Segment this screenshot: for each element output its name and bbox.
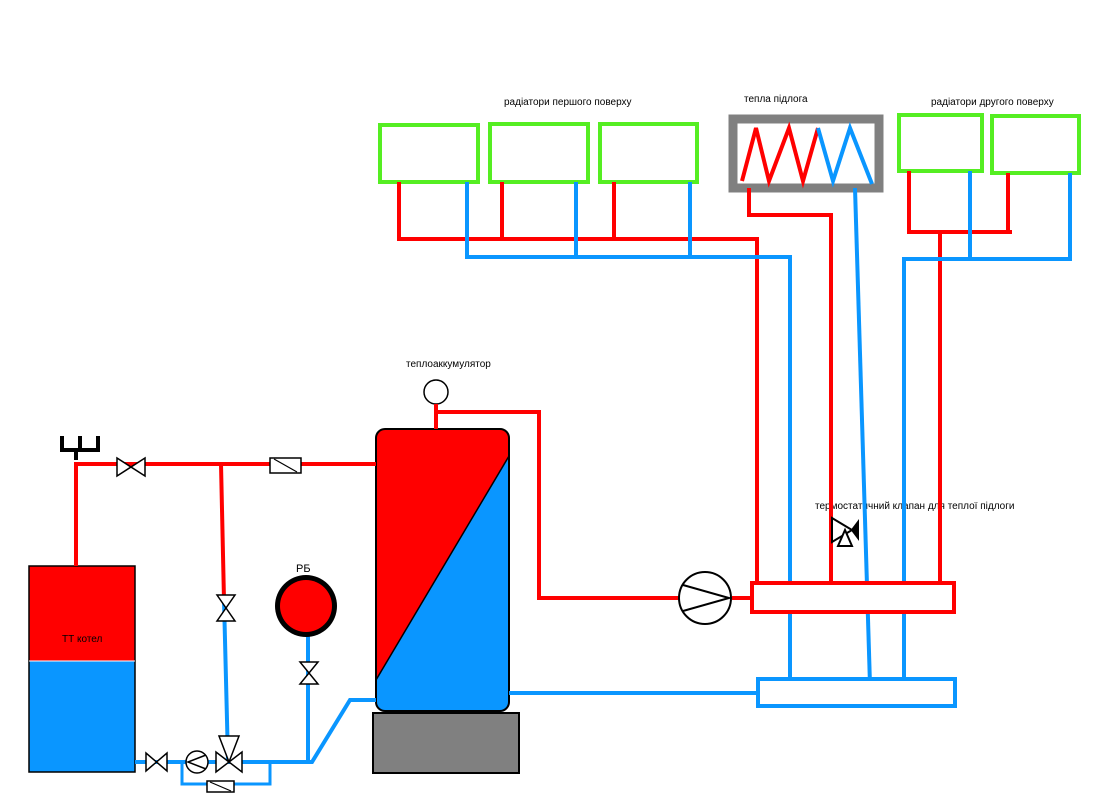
expansion-tank: [275, 575, 337, 637]
boiler-circulation-pump: [185, 750, 209, 774]
floor1-return-pipes: [465, 182, 792, 680]
boiler-supply-pipe: [74, 462, 376, 566]
solid-fuel-boiler: ТТ котел: [28, 565, 136, 773]
valve-supply: [116, 456, 146, 478]
floor2-radiators: [897, 113, 1081, 175]
warm-floor: [728, 114, 884, 193]
accumulator-air-vent: [423, 379, 449, 405]
three-way-mixing-valve: [215, 735, 243, 774]
boiler-return-pipe: [135, 698, 376, 764]
main-circulation-pump: [678, 571, 733, 625]
check-valve-supply: [269, 457, 302, 474]
bypass-cold-pipe: [222, 599, 230, 761]
floor2-supply-pipes: [907, 171, 1012, 585]
floor2-return-pipes: [902, 171, 1072, 680]
warm-floor-hot-loop: [740, 121, 820, 189]
accumulator-hot-zone: [376, 429, 509, 680]
floor1-radiators: [378, 122, 699, 184]
label-boiler: ТТ котел: [62, 634, 103, 645]
boiler-cold-zone: [29, 661, 135, 772]
accumulator-hot-outlet-pipe: [436, 410, 680, 600]
valve-bypass: [215, 594, 237, 622]
label-floor2-radiators: радіатори другого поверху: [931, 97, 1054, 108]
valve-expansion-tank: [298, 661, 320, 685]
warm-floor-cold-loop: [816, 122, 874, 188]
thermostatic-valve-symbol: [831, 516, 859, 547]
valve-return: [145, 751, 168, 773]
label-floor1-radiators: радіатори першого поверху: [504, 97, 632, 108]
radiator-1: [378, 123, 480, 184]
accumulator-outline: [375, 428, 510, 712]
accumulator-base: [372, 712, 520, 774]
label-expansion-tank: РБ: [296, 563, 311, 575]
boiler-hot-zone: [29, 566, 135, 661]
radiator-3: [598, 122, 699, 184]
return-manifold: [756, 677, 957, 708]
label-thermo-valve: термостатичний клапан для теплої підлоги: [815, 501, 1014, 512]
warm-floor-supply-pipe: [747, 188, 833, 585]
radiator-5: [990, 114, 1081, 175]
label-warm-floor: тепла підлога: [744, 94, 808, 105]
supply-manifold: [750, 581, 956, 614]
safety-group-icon: [60, 436, 100, 460]
radiator-4: [897, 113, 984, 173]
bypass-hot-pipe: [219, 463, 226, 601]
heat-accumulator: [372, 379, 520, 774]
accumulator-cold-zone: [376, 456, 509, 711]
check-valve-return: [206, 780, 235, 793]
boiler-outline: [28, 565, 136, 773]
radiator-2: [488, 122, 590, 184]
label-accumulator: теплоаккумулятор: [406, 359, 491, 370]
